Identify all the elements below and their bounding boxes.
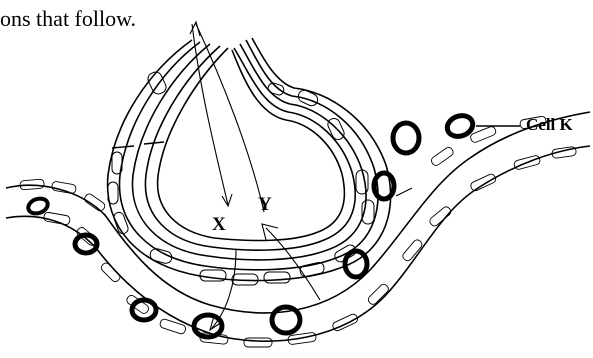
arrow-into-x bbox=[192, 24, 228, 205]
wall-dashes bbox=[112, 142, 164, 148]
label-y: Y bbox=[258, 194, 272, 215]
red-blood-cell bbox=[393, 123, 419, 153]
capillary bbox=[6, 112, 590, 341]
red-blood-cells bbox=[26, 112, 475, 337]
label-cell-k: Cell K bbox=[526, 115, 574, 134]
arrow-out-of-y bbox=[196, 24, 264, 212]
arrow-capillary-to-k bbox=[396, 188, 412, 196]
label-x: X bbox=[212, 214, 226, 235]
